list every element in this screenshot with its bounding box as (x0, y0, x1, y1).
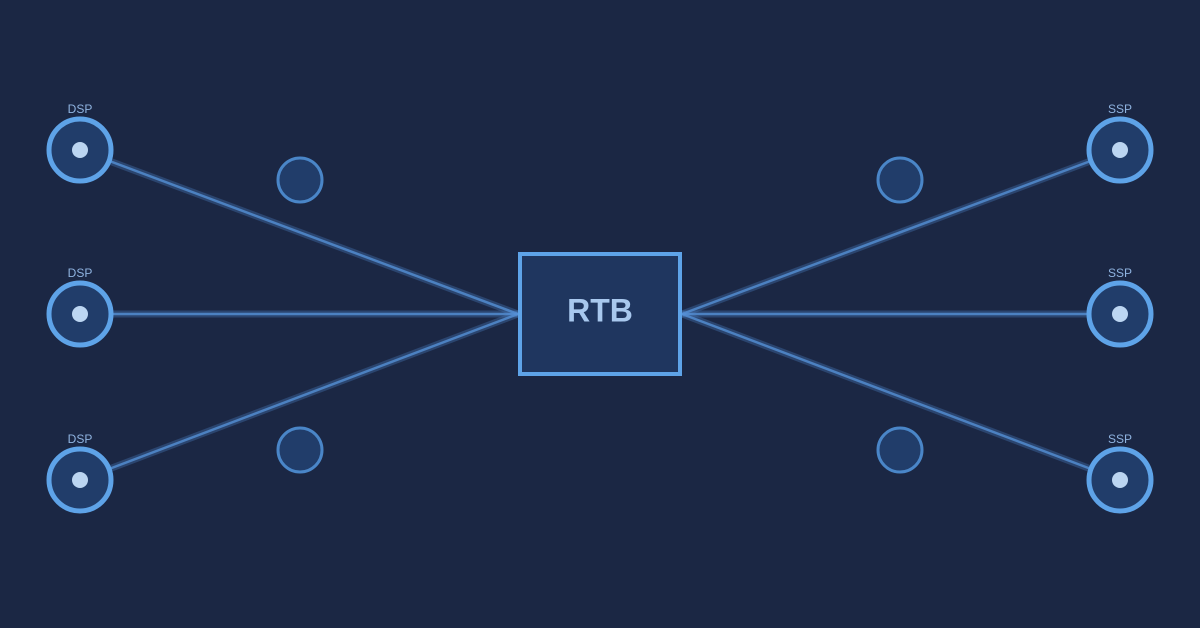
node-label: DSP (68, 102, 93, 116)
small-node (876, 426, 924, 474)
dsp-node-1: DSP (46, 102, 114, 184)
node-dot (72, 142, 88, 158)
node-dot (72, 306, 88, 322)
rtb-box-frame (518, 252, 682, 376)
node-label: DSP (68, 432, 93, 446)
ssp-node-3: SSP (1086, 432, 1154, 514)
node-dot (1112, 306, 1128, 322)
node-label: SSP (1108, 102, 1132, 116)
ssp-node-2: SSP (1086, 266, 1154, 348)
node-dot (1112, 472, 1128, 488)
rtb-box: RTB (518, 252, 682, 376)
connection-ssp-3 (681, 312, 1121, 482)
node-label: SSP (1108, 266, 1132, 280)
dsp-node-3: DSP (46, 432, 114, 514)
connection-ssp-1 (681, 148, 1121, 316)
connection-dsp-3 (79, 312, 519, 482)
intermediate-nodes (276, 156, 924, 474)
node-dot (1112, 142, 1128, 158)
connections (78, 146, 1122, 484)
connection-dsp-1 (79, 148, 519, 316)
node-label: SSP (1108, 432, 1132, 446)
ssp-node-1: SSP (1086, 102, 1154, 184)
small-node (876, 156, 924, 204)
small-node (276, 426, 324, 474)
rtb-label: RTB (567, 292, 633, 328)
node-label: DSP (68, 266, 93, 280)
node-dot (72, 472, 88, 488)
dsp-node-2: DSP (46, 266, 114, 348)
small-node (276, 156, 324, 204)
